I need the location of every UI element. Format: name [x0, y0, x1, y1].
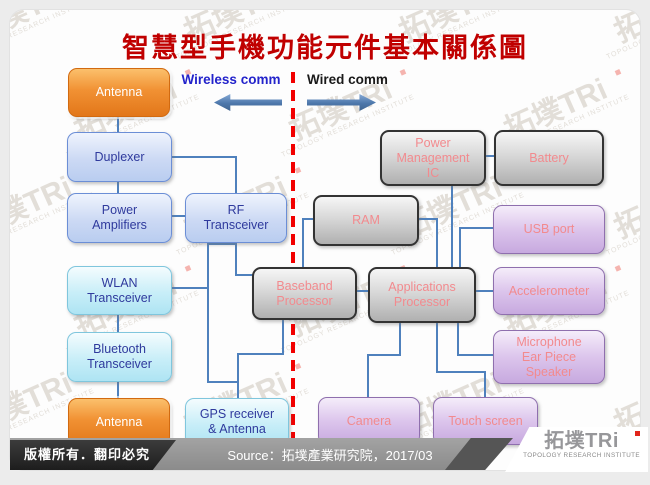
connector-line [117, 115, 119, 133]
node-antenna-top: Antenna [68, 68, 170, 117]
source-label: Source：拓墣產業研究院，2017/03 [227, 448, 433, 463]
connector-line [117, 379, 119, 399]
diagram-title: 智慧型手機功能元件基本關係圖 [122, 33, 528, 63]
connector-line [399, 318, 401, 356]
connector-line [352, 290, 369, 292]
connector-line [484, 371, 486, 398]
node-usb-port: USB port [493, 205, 605, 254]
connector-line [237, 353, 239, 399]
tri-logo: 拓墣TRi TOPOLOGY RESEARCH INSTITUTE [523, 430, 640, 459]
left-arrow-icon [214, 94, 282, 111]
connector-line [170, 156, 237, 158]
node-touch-screen: Touch screen [433, 397, 538, 445]
node-baseband-processor: Baseband Processor [252, 267, 357, 320]
tri-logo-subtitle: TOPOLOGY RESEARCH INSTITUTE [523, 452, 640, 459]
node-microphone-earpiece-speaker: Microphone Ear Piece Speaker [493, 330, 605, 384]
node-accelerometer: Accelerometer [493, 267, 605, 315]
connector-line [207, 381, 239, 383]
connector-line [207, 243, 237, 245]
connector-line [457, 354, 494, 356]
connector-line [414, 218, 438, 220]
connector-line [459, 227, 494, 229]
connector-line [207, 243, 209, 383]
node-duplexer: Duplexer [67, 132, 172, 182]
node-applications-processor: Applications Processor [368, 267, 476, 323]
node-power-amplifiers: Power Amplifiers [67, 193, 172, 243]
right-arrow-icon [307, 94, 376, 111]
connector-line [436, 371, 486, 373]
connector-line [282, 315, 284, 355]
connector-line [235, 156, 237, 194]
node-ram: RAM [313, 195, 419, 246]
node-wlan-transceiver: WLAN Transceiver [67, 266, 172, 315]
connector-line [481, 155, 496, 157]
wired-comm-label: Wired comm [307, 72, 388, 87]
connector-line [457, 318, 459, 356]
wireless-comm-label: Wireless comm [181, 72, 281, 87]
connector-line [235, 240, 237, 276]
connector-line [367, 354, 369, 398]
connector-line [302, 218, 314, 220]
connector-line [117, 179, 119, 194]
connector-line [367, 354, 401, 356]
connector-line [436, 318, 438, 373]
copyright-label: 版權所有．翻印必究 [10, 440, 176, 470]
tri-logo-red-dot [635, 431, 640, 436]
connector-line [459, 227, 461, 268]
connector-line [237, 353, 284, 355]
connector-line [451, 181, 453, 268]
node-bluetooth-transceiver: Bluetooth Transceiver [67, 332, 172, 382]
connector-line [436, 218, 438, 268]
node-battery: Battery [494, 130, 604, 186]
logo-panel: 拓墣TRi TOPOLOGY RESEARCH INSTITUTE [505, 427, 648, 472]
tri-logo-text: 拓墣TRi [523, 430, 640, 452]
connector-line [170, 215, 186, 217]
connector-line [170, 287, 208, 289]
connector-line [302, 218, 304, 268]
node-camera: Camera [318, 397, 420, 445]
node-rf-transceiver: RF Transceiver [185, 193, 287, 243]
connector-line [235, 274, 255, 276]
wireless-wired-divider [291, 72, 295, 444]
connector-line [117, 312, 119, 333]
connector-line [471, 290, 494, 292]
node-power-management-ic: Power Management IC [380, 130, 486, 186]
